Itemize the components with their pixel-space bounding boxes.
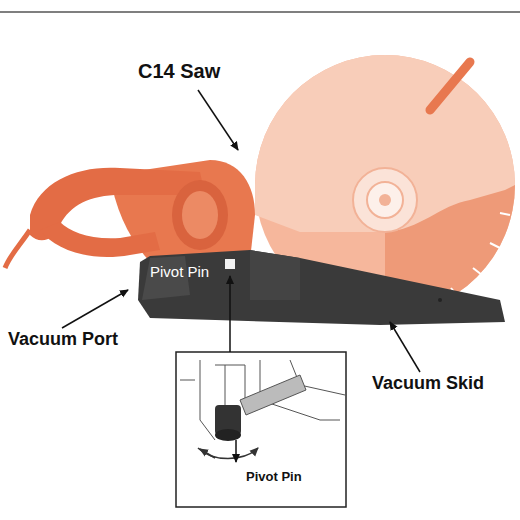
inset-label: Pivot Pin [246, 470, 302, 484]
part-label: Pivot Pin [150, 264, 209, 281]
part-label: Vacuum Skid [372, 374, 484, 394]
part-label: C14 Saw [138, 60, 220, 82]
part-label: Vacuum Port [8, 330, 118, 350]
